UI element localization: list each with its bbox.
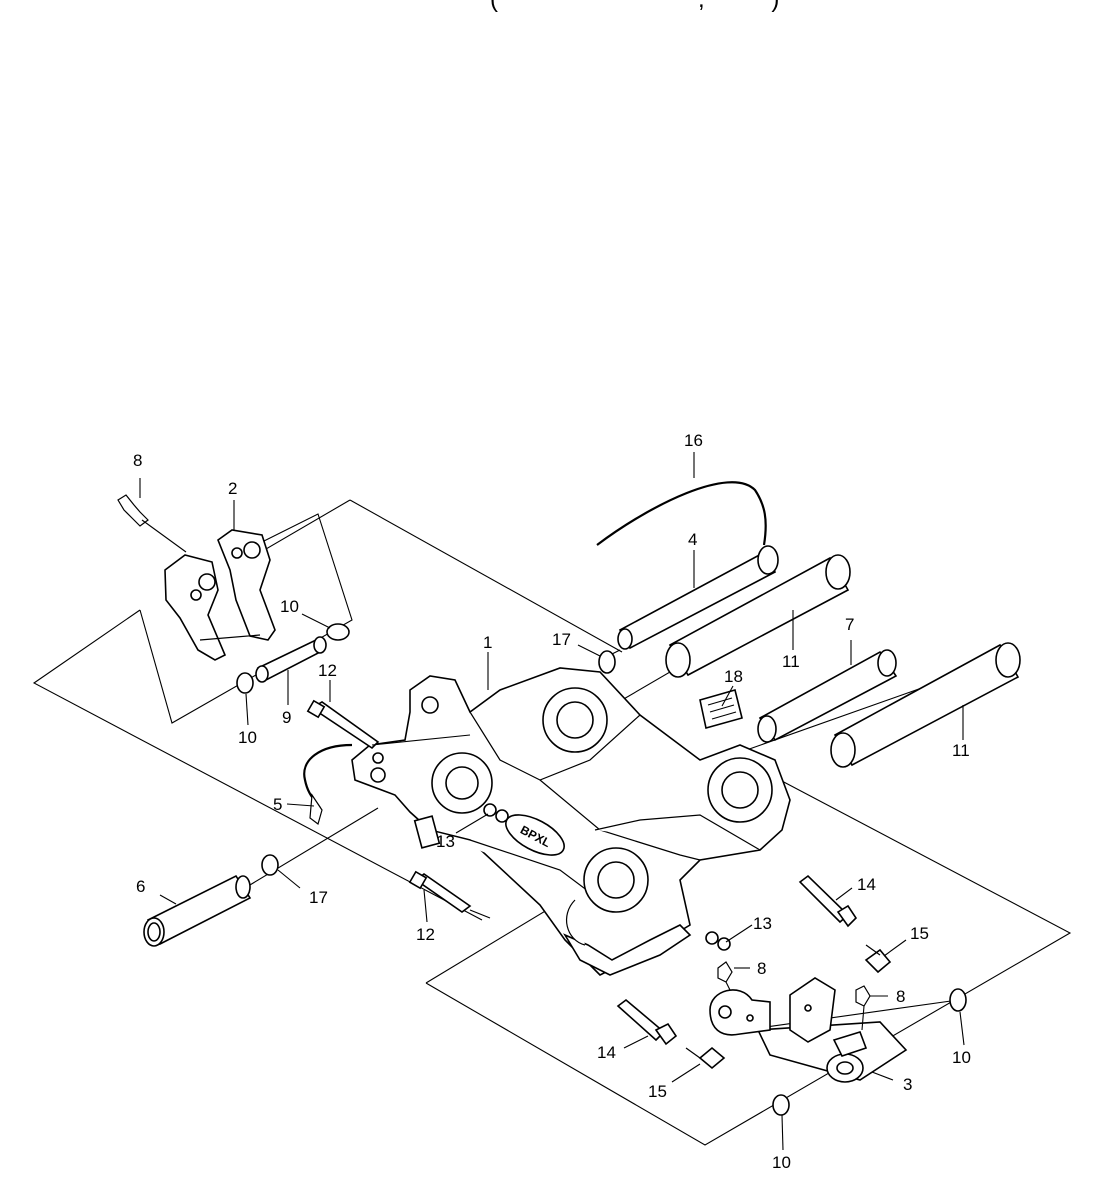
callout-10-top: 10 bbox=[280, 597, 299, 616]
main-pin-upper bbox=[665, 554, 851, 678]
callout-6: 6 bbox=[136, 877, 145, 896]
callout-15-left: 15 bbox=[648, 1082, 667, 1101]
callout-17-left: 17 bbox=[309, 888, 328, 907]
fitting-left bbox=[685, 1046, 726, 1070]
hose-left bbox=[616, 998, 678, 1046]
hose-right bbox=[798, 874, 858, 928]
callout-13-left: 13 bbox=[436, 832, 455, 851]
callout-11-upper: 11 bbox=[782, 652, 800, 671]
callout-1: 1 bbox=[483, 633, 492, 652]
callout-4: 4 bbox=[688, 530, 697, 549]
callout-3: 3 bbox=[903, 1075, 912, 1094]
callout-16: 16 bbox=[684, 431, 703, 450]
callout-14-left: 14 bbox=[597, 1043, 616, 1062]
coupler-main-body: BPXL bbox=[351, 667, 791, 976]
hook-plates bbox=[164, 529, 276, 661]
grease-nipple-top-left bbox=[117, 494, 187, 553]
bolt-lower bbox=[408, 870, 491, 919]
callout-18: 18 bbox=[724, 667, 743, 686]
o-rings bbox=[236, 623, 967, 1116]
bolt-upper bbox=[306, 699, 471, 750]
fitting-right bbox=[864, 944, 892, 974]
callout-10-right: 10 bbox=[952, 1048, 971, 1067]
callout-5: 5 bbox=[273, 795, 282, 814]
callout-10-left: 10 bbox=[238, 728, 257, 747]
locking-pin bbox=[617, 545, 779, 650]
callout-17-top: 17 bbox=[552, 630, 571, 649]
safety-cable bbox=[303, 743, 353, 826]
callout-11-lower: 11 bbox=[952, 741, 970, 760]
callout-14-right: 14 bbox=[857, 875, 876, 894]
callout-10-bottom: 10 bbox=[772, 1153, 791, 1172]
warning-decal bbox=[699, 689, 743, 729]
hydraulic-cylinder bbox=[709, 977, 908, 1083]
lower-pin bbox=[143, 874, 252, 947]
spacer-rings bbox=[261, 650, 616, 876]
callout-12-upper: 12 bbox=[318, 661, 337, 680]
callout-13-right: 13 bbox=[753, 914, 772, 933]
medium-pin bbox=[757, 649, 898, 743]
lanyard-cable bbox=[596, 481, 767, 546]
page-title-fragment: ( , ) bbox=[490, 0, 779, 14]
callout-labels: 1 2 3 4 5 6 7 8 8 8 9 10 10 10 10 11 11 … bbox=[133, 431, 971, 1172]
callout-15-right: 15 bbox=[910, 924, 929, 943]
callout-8-top: 8 bbox=[133, 451, 142, 470]
grease-nipples-lower bbox=[717, 961, 871, 1031]
callout-8-middle: 8 bbox=[757, 959, 766, 978]
small-pin bbox=[255, 636, 327, 683]
main-pin-lower bbox=[830, 642, 1021, 768]
callout-2: 2 bbox=[228, 479, 237, 498]
callout-leaders bbox=[139, 452, 965, 1151]
callout-8-right: 8 bbox=[896, 987, 905, 1006]
callout-7: 7 bbox=[845, 615, 854, 634]
callout-9: 9 bbox=[282, 708, 291, 727]
callout-12-lower: 12 bbox=[416, 925, 435, 944]
